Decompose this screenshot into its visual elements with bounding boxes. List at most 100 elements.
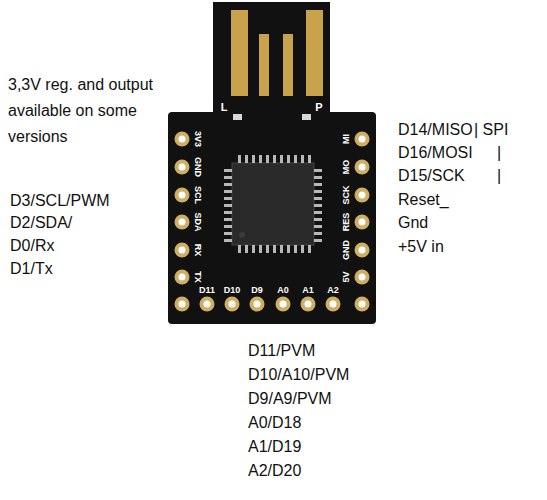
solder-pad [301,297,316,312]
pad-hole [179,164,186,171]
pad-hole [305,301,312,308]
usb-contact [259,34,269,96]
pin-function: +5V in [398,234,444,260]
chip-pin [301,245,304,253]
chip-pin [224,232,232,235]
silkscreen-label: D11 [199,285,215,295]
chip-pin [287,155,290,163]
led-label: P [315,101,322,113]
pin-function: Gnd [398,210,428,236]
chip-pin [314,218,322,221]
chip-pin [280,155,283,163]
pin-function: D14/MISO [398,117,473,143]
pad-hole [179,274,186,281]
led [233,114,242,120]
chip-pin [308,155,311,163]
solder-pad [175,270,190,285]
silkscreen-label: A1 [302,285,314,295]
silkscreen-label: SDA [193,212,203,231]
solder-pad [355,297,370,312]
chip-pin [245,245,248,253]
chip-pin [266,155,269,163]
chip-pin [224,183,232,186]
chip-pin [314,225,322,228]
chip-pin [314,169,322,172]
pad-hole [179,192,186,199]
pad-hole [179,219,186,226]
solder-pad [225,297,240,312]
pad-hole [280,301,287,308]
chip-pin [252,155,255,163]
silkscreen-label: 5V [341,271,351,282]
pin-function: Reset_ [398,187,449,213]
pad-hole [179,247,186,254]
pad-hole [204,301,211,308]
silkscreen-label: GND [193,157,203,177]
chip-pin [224,218,232,221]
chip-pin [314,211,322,214]
chip-pin [280,245,283,253]
solder-pad [250,297,265,312]
chip-pin [314,232,322,235]
pin-function: D10/A10/PVM [248,362,349,388]
chip-pin [252,245,255,253]
chip-pin [314,197,322,200]
chip-pin [314,239,322,242]
usb-contact [283,34,293,96]
silkscreen-label: SCL [193,186,203,204]
silkscreen-label: D9 [251,285,263,295]
pin-function: D2/SDA/ [10,210,72,236]
silkscreen-label: 3V3 [193,131,203,147]
solder-pad [355,270,370,285]
silkscreen-label: MO [341,160,351,175]
pin-function: D16/MOSI [398,140,473,166]
pcb-body [168,112,376,324]
led [302,114,311,120]
solder-pad [175,188,190,203]
chip-pin [224,176,232,179]
chip-pin [224,225,232,228]
solder-pad [175,132,190,147]
chip-pin [301,155,304,163]
chip-pin [314,176,322,179]
usb-tab [213,2,330,117]
pin-function: D11/PVM [248,338,315,364]
chip-pin [314,183,322,186]
pad-hole [229,301,236,308]
solder-pad [276,297,291,312]
silkscreen-label: SCK [341,185,351,204]
pin-function: A2/D20 [248,458,301,484]
pin-function: D1/Tx [10,256,53,282]
chip-pin [294,245,297,253]
pad-hole [330,301,337,308]
chip-pin [224,239,232,242]
chip-pin [224,169,232,172]
pad-hole [179,301,186,308]
solder-pad [355,132,370,147]
chip-dot [239,232,245,238]
pad-hole [359,301,366,308]
silkscreen-label: TX [193,271,203,283]
pad-hole [359,247,366,254]
pad-hole [254,301,261,308]
chip-body [232,163,314,245]
pin-function: A0/D18 [248,410,301,436]
chip-pin [224,211,232,214]
chip-pin [287,245,290,253]
solder-pad [175,297,190,312]
pad-hole [359,219,366,226]
silkscreen-label: GND [341,240,351,260]
chip-pin [238,245,241,253]
chip-pin [259,155,262,163]
bus-bracket: | SPI [474,117,508,143]
pad-group [175,132,370,312]
pin-function: D0/Rx [10,233,54,259]
pad-hole [359,274,366,281]
pad-hole [359,192,366,199]
chip-pin [266,245,269,253]
microcontroller-chip [224,155,322,253]
usb-contact [231,10,248,96]
pad-hole [179,136,186,143]
solder-pad [175,243,190,258]
led-label: L [221,101,228,113]
